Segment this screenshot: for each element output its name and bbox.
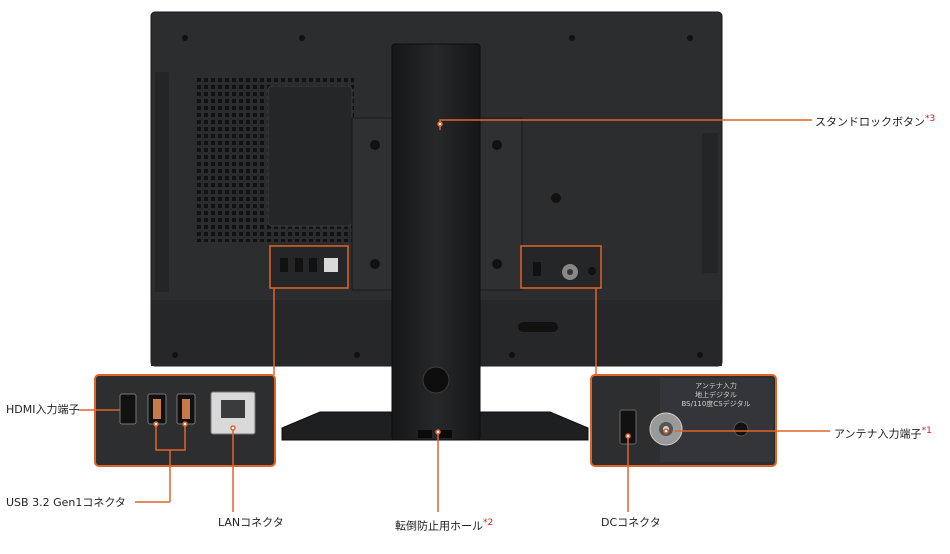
label-dc-connector: DCコネクタ bbox=[601, 516, 661, 529]
label-lan-connector: LANコネクタ bbox=[218, 516, 284, 529]
callout-dots bbox=[153, 121, 669, 439]
zoom-panel-io-right: アンテナ入力 地上デジタル BS/110度CSデジタル bbox=[590, 374, 777, 467]
zoom-panel-io-left bbox=[94, 374, 276, 467]
label-hdmi-input: HDMI入力端子 bbox=[6, 403, 80, 416]
monitor-stand bbox=[281, 43, 589, 441]
label-fall-prevention-hole: 転倒防止用ホール*2 bbox=[395, 518, 494, 533]
label-usb-connector: USB 3.2 Gen1コネクタ bbox=[6, 496, 126, 509]
antenna-panel-line1: アンテナ入力 bbox=[695, 381, 737, 390]
label-stand-lock-button: スタンドロックボタン*3 bbox=[815, 114, 936, 129]
rear-port-region-right bbox=[520, 245, 602, 289]
antenna-panel-line2: 地上デジタル bbox=[695, 390, 737, 399]
antenna-panel-line3: BS/110度CSデジタル bbox=[681, 399, 750, 408]
rear-port-region-left bbox=[269, 245, 349, 289]
label-antenna-input: アンテナ入力端子*1 bbox=[834, 426, 932, 441]
